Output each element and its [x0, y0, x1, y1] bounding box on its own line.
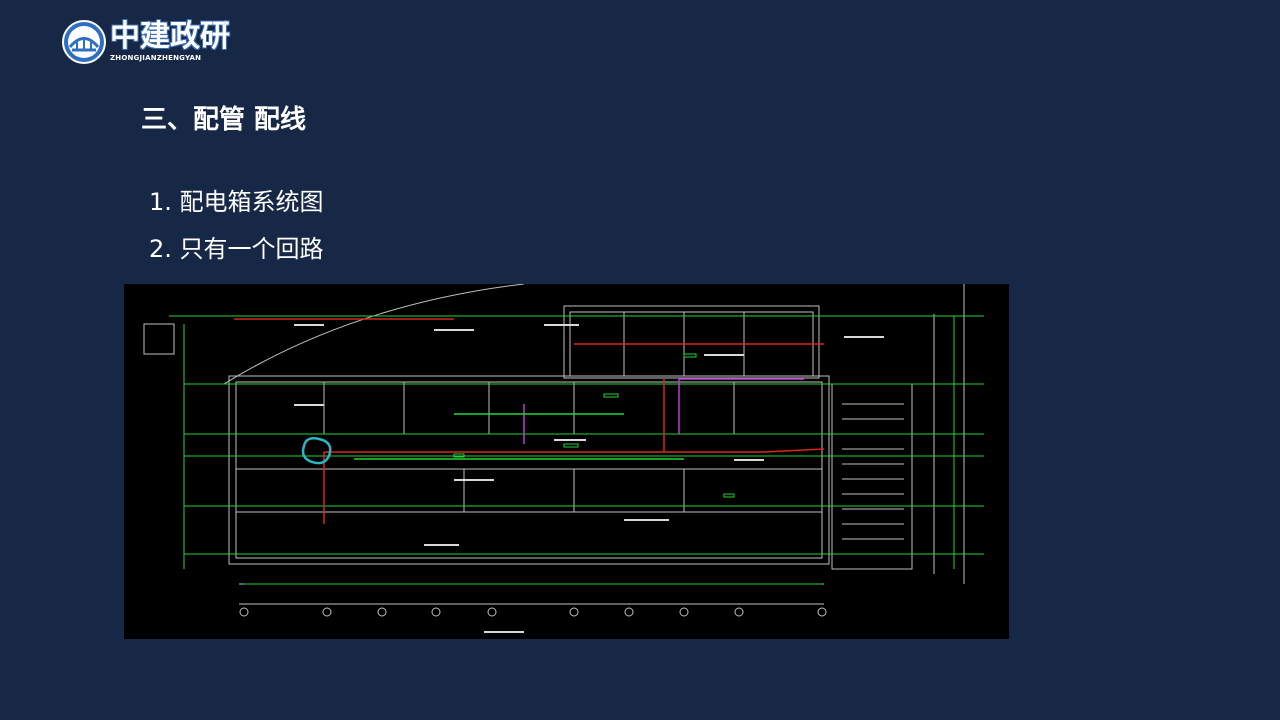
list-item: 2. 只有一个回路 — [149, 233, 324, 280]
list-item-number: 1. — [149, 188, 172, 216]
cad-floor-plan-image — [124, 284, 1009, 639]
slide-title: 三、配管 配线 — [141, 105, 307, 135]
list-item-text: 配电箱系统图 — [179, 188, 324, 216]
logo-registered-mark: ® — [222, 20, 229, 28]
list-item: 1. 配电箱系统图 — [149, 186, 324, 233]
bullet-list: 1. 配电箱系统图 2. 只有一个回路 — [149, 186, 324, 280]
list-item-text: 只有一个回路 — [179, 235, 324, 263]
list-item-number: 2. — [149, 235, 172, 263]
logo-name-cn: 中建政研 — [110, 19, 230, 54]
logo-name-en: ZHONGJIANZHENGYAN — [110, 54, 202, 62]
company-logo: 中建政研 ® ZHONGJIANZHENGYAN — [62, 20, 232, 66]
logo-emblem-icon — [62, 20, 106, 64]
cad-floor-plan-drawing — [143, 284, 984, 633]
